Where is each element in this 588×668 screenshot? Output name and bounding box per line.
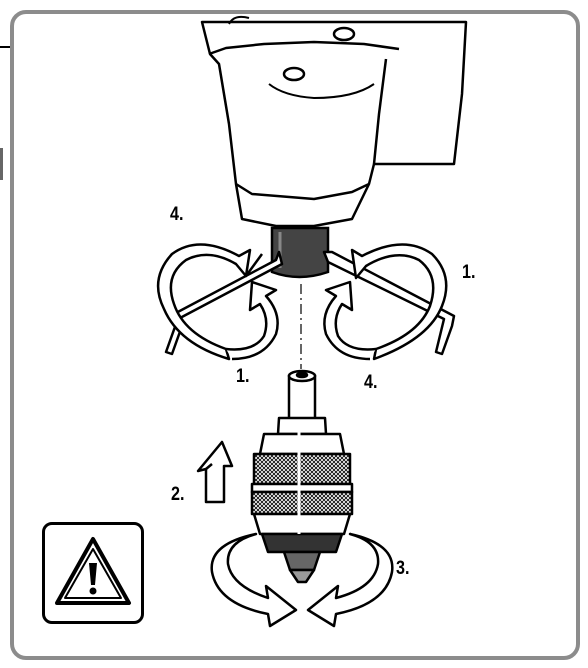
push-up-arrow <box>196 440 234 504</box>
drill-body <box>200 15 468 228</box>
allen-key-left <box>164 250 284 356</box>
step-label-4-bottom-right: 4. <box>364 372 378 393</box>
rotate-arrow-right <box>323 243 448 361</box>
step-label-4-top-left: 4. <box>170 204 184 225</box>
warning-box <box>42 522 144 624</box>
chuck-removal-illustration <box>156 15 468 628</box>
spindle-collar <box>270 226 330 279</box>
drill-chuck <box>250 416 354 584</box>
illustration-frame: 4. 1. 1. 4. 2. 3. <box>10 10 580 660</box>
page-edge-mark <box>0 148 3 180</box>
rotate-arrow-bottom <box>210 532 394 628</box>
page-edge-line <box>0 46 10 48</box>
allen-key-right <box>322 250 456 356</box>
warning-triangle-icon <box>55 537 131 605</box>
chuck-shaft <box>287 369 317 421</box>
step-label-1-bottom-left: 1. <box>236 366 250 387</box>
step-label-2: 2. <box>171 484 185 505</box>
rotate-arrow-left <box>156 243 279 361</box>
step-label-1-right: 1. <box>462 262 476 283</box>
step-label-3: 3. <box>396 558 410 579</box>
